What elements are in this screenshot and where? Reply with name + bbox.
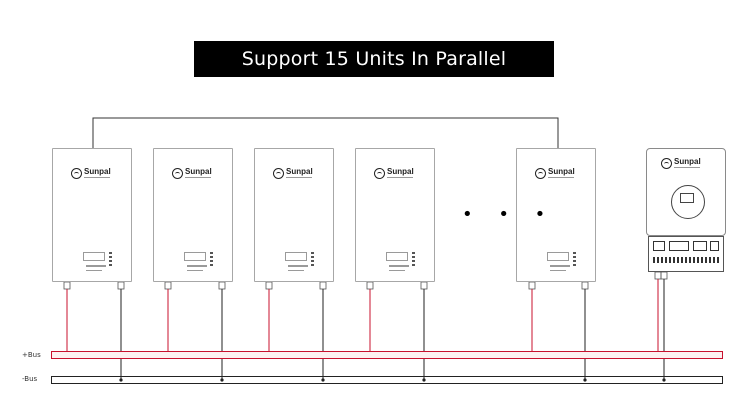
negative-terminal <box>581 281 589 290</box>
positive-terminal <box>366 281 374 290</box>
more-units-ellipsis: • • • <box>462 204 556 225</box>
brand-name: Sunpal <box>548 167 575 176</box>
brand-logo: Sunpal <box>661 157 711 174</box>
logo-mark-icon <box>535 168 546 179</box>
indicator-leds <box>210 252 213 268</box>
negative-terminal <box>660 271 668 280</box>
diagram-title: Support 15 Units In Parallel <box>194 41 554 77</box>
negative-junction <box>583 378 587 382</box>
status-display <box>386 252 408 261</box>
inverter-display-dial <box>671 185 705 219</box>
positive-terminal <box>164 281 172 290</box>
status-display <box>547 252 569 261</box>
battery-unit-1: Sunpal <box>52 148 132 282</box>
negative-junction <box>119 378 123 382</box>
battery-unit-2: Sunpal <box>153 148 233 282</box>
battery-unit-3: Sunpal <box>254 148 334 282</box>
positive-busbar <box>51 351 723 359</box>
brand-name: Sunpal <box>185 167 212 176</box>
diagram-title-text: Support 15 Units In Parallel <box>241 48 507 70</box>
logo-mark-icon <box>172 168 183 179</box>
battery-unit-4: Sunpal <box>355 148 435 282</box>
status-display <box>285 252 307 261</box>
brand-name: Sunpal <box>84 167 111 176</box>
positive-terminal <box>654 271 662 280</box>
negative-terminal <box>117 281 125 290</box>
status-display <box>184 252 206 261</box>
logo-mark-icon <box>374 168 385 179</box>
brand-name: Sunpal <box>286 167 313 176</box>
negative-junction <box>422 378 426 382</box>
indicator-leds <box>573 252 576 268</box>
logo-mark-icon <box>71 168 82 179</box>
indicator-leds <box>109 252 112 268</box>
inverter: Sunpal <box>646 148 726 236</box>
negative-terminal <box>420 281 428 290</box>
inverter-terminal-panel <box>648 236 724 272</box>
communication-cable <box>92 117 559 148</box>
brand-name: Sunpal <box>674 157 701 166</box>
negative-busbar <box>51 376 723 384</box>
positive-terminal <box>265 281 273 290</box>
brand-logo: Sunpal <box>71 167 121 184</box>
positive-terminal <box>528 281 536 290</box>
positive-bus-label: +Bus <box>22 351 41 359</box>
brand-logo: Sunpal <box>535 167 585 184</box>
negative-junction <box>662 378 666 382</box>
logo-mark-icon <box>661 158 672 169</box>
negative-terminal <box>218 281 226 290</box>
status-display <box>83 252 105 261</box>
negative-junction <box>321 378 325 382</box>
battery-unit-5: Sunpal <box>516 148 596 282</box>
logo-mark-icon <box>273 168 284 179</box>
indicator-leds <box>311 252 314 268</box>
positive-terminal <box>63 281 71 290</box>
brand-logo: Sunpal <box>374 167 424 184</box>
brand-logo: Sunpal <box>273 167 323 184</box>
brand-name: Sunpal <box>387 167 414 176</box>
indicator-leds <box>412 252 415 268</box>
brand-logo: Sunpal <box>172 167 222 184</box>
negative-terminal <box>319 281 327 290</box>
negative-junction <box>220 378 224 382</box>
negative-bus-label: -Bus <box>22 375 38 383</box>
